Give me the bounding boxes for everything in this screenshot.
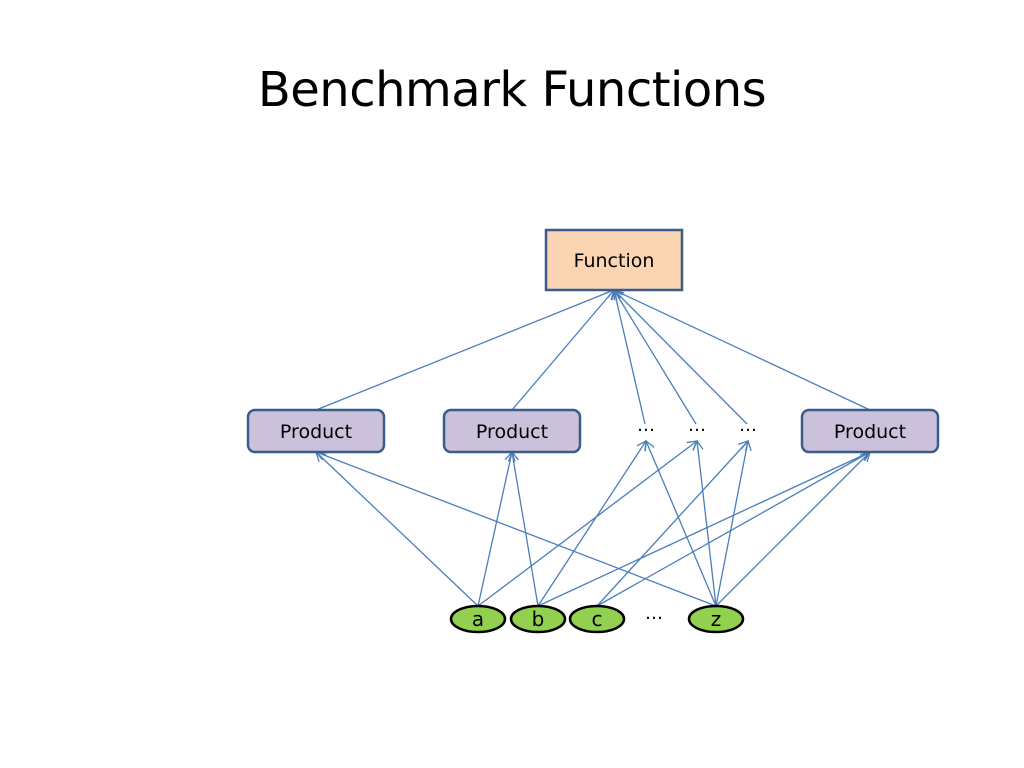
- variable-label: z: [711, 607, 722, 631]
- product-node-p4: Product: [800, 408, 940, 454]
- edge-p4-to-function: [612, 288, 871, 411]
- variable-ellipse: [687, 604, 745, 634]
- edge-b-to-p2: [507, 450, 539, 607]
- edge-e1-to-function: [610, 288, 646, 425]
- edge-z-to-e3: [715, 439, 752, 607]
- product-box: [246, 408, 386, 454]
- edge-c-to-p4: [596, 451, 872, 607]
- variable-label: b: [532, 607, 545, 631]
- slide-title: Benchmark Functions: [257, 62, 767, 118]
- edge-z-to-p1: [314, 449, 717, 607]
- variable-node-a: a: [449, 604, 507, 634]
- ellipsis-node-e1: …: [637, 415, 655, 436]
- edge-c-to-e3: [596, 440, 749, 607]
- edge-p2-to-function: [511, 288, 615, 411]
- product-label: Product: [476, 421, 548, 443]
- variable-label: a: [472, 607, 484, 631]
- product-node-p2: Product: [442, 408, 582, 454]
- variable-node-z: z: [687, 604, 745, 634]
- product-label: Product: [834, 421, 906, 443]
- edge-e3-to-function: [613, 289, 748, 425]
- function-node-function: Function: [544, 228, 684, 292]
- function-label: Function: [574, 250, 655, 272]
- ellipsis-node-vdots: …: [645, 603, 663, 624]
- product-box: [442, 408, 582, 454]
- edge-z-to-e2: [692, 439, 717, 607]
- edge-a-to-e2: [477, 440, 699, 607]
- ellipsis-node-e2: …: [688, 415, 706, 436]
- ellipsis-label: …: [739, 415, 757, 436]
- product-node-p1: Product: [246, 408, 386, 454]
- product-label: Product: [280, 421, 352, 443]
- edge-z-to-p4: [715, 451, 871, 607]
- ellipsis-node-e3: …: [739, 415, 757, 436]
- ellipsis-label: …: [645, 603, 663, 624]
- variable-ellipse: [449, 604, 507, 634]
- edges-layer: [314, 288, 872, 607]
- edge-b-to-e1: [537, 439, 647, 607]
- edge-p1-to-function: [315, 288, 616, 411]
- variable-node-b: b: [509, 604, 567, 634]
- edge-b-to-p4: [537, 450, 872, 607]
- edge-z-to-e1: [644, 439, 717, 607]
- edge-e2-to-function: [613, 288, 697, 425]
- ellipsis-label: …: [637, 415, 655, 436]
- function-box: [544, 228, 684, 292]
- variable-label: c: [592, 607, 603, 631]
- variable-node-c: c: [568, 604, 626, 634]
- variable-ellipse: [509, 604, 567, 634]
- edge-a-to-p1: [315, 451, 479, 607]
- ellipsis-label: …: [688, 415, 706, 436]
- variable-ellipse: [568, 604, 626, 634]
- product-box: [800, 408, 940, 454]
- edge-a-to-p2: [477, 450, 516, 607]
